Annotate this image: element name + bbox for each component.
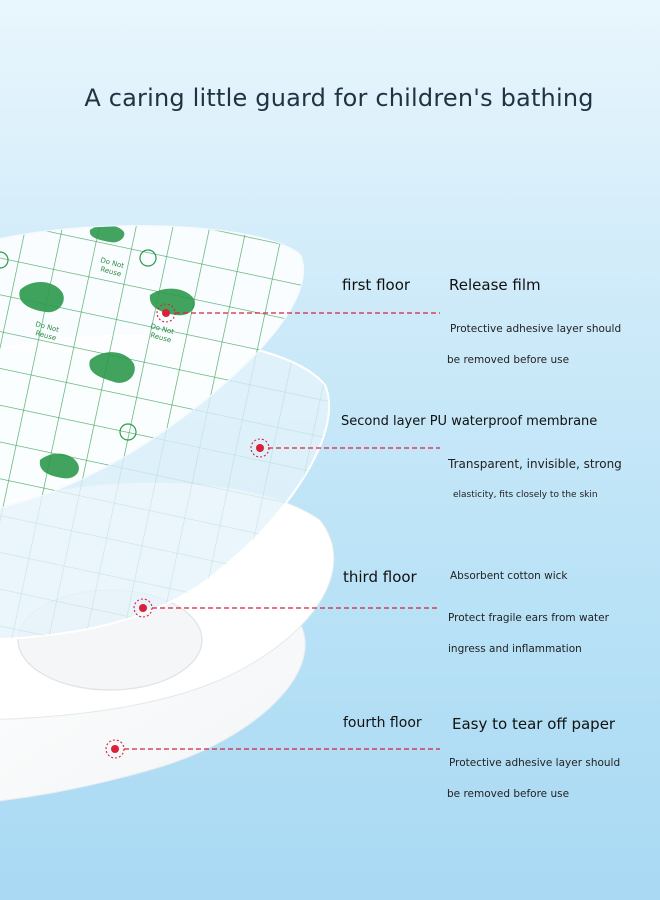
layer-heading: Easy to tear off paper xyxy=(452,715,616,733)
leader-lines xyxy=(124,312,440,750)
layer-description: be removed before use xyxy=(447,788,570,800)
layer-description: Protect fragile ears from water xyxy=(448,612,609,624)
layer-heading: Absorbent cotton wick xyxy=(450,570,568,582)
layer-name: Second layer PU waterproof membrane xyxy=(341,414,598,429)
ear-graphic-icon xyxy=(39,453,79,479)
ear-graphic-icon xyxy=(89,352,135,383)
layer-description: ingress and inflammation xyxy=(448,643,582,655)
page-title: A caring little guard for children's bat… xyxy=(84,84,594,112)
layer-description: Transparent, invisible, strong xyxy=(448,457,622,471)
layer-description: elasticity, fits closely to the skin xyxy=(453,490,598,500)
ear-graphic-icon xyxy=(89,226,125,243)
layer-name: first floor xyxy=(342,276,411,294)
layer-description: Protective adhesive layer should xyxy=(450,323,622,335)
ear-graphic-icon xyxy=(19,281,64,313)
layer-heading: Release film xyxy=(449,276,541,294)
layer-description: be removed before use xyxy=(447,354,570,366)
ear-graphic-icon xyxy=(149,288,195,316)
layer-name: third floor xyxy=(343,568,417,586)
marker-dots xyxy=(105,303,270,759)
layer-description: Protective adhesive layer should xyxy=(449,757,621,769)
layer-name: fourth floor xyxy=(343,715,422,731)
